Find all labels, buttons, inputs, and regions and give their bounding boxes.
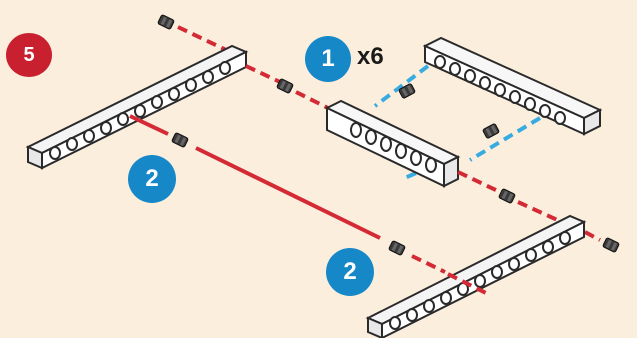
peg-right-mid (499, 188, 516, 203)
callout-badge-2-right: 2 (326, 248, 374, 296)
long-beam-left (28, 46, 246, 168)
short-beam-top (425, 38, 600, 134)
quantity-label: x6 (357, 43, 384, 71)
peg-far-right (603, 237, 620, 252)
red-path-long (196, 148, 380, 238)
long-beam-right (368, 216, 584, 338)
peg-long-start (172, 132, 189, 147)
callout-badge-2-left: 2 (128, 155, 176, 203)
step-number-badge: 5 (6, 33, 52, 77)
callout-badge-1: 1 (305, 36, 351, 82)
peg-long-end (389, 240, 406, 255)
peg-blue-right (482, 123, 499, 138)
peg-top-left (158, 14, 175, 29)
short-beam-middle (327, 101, 458, 186)
